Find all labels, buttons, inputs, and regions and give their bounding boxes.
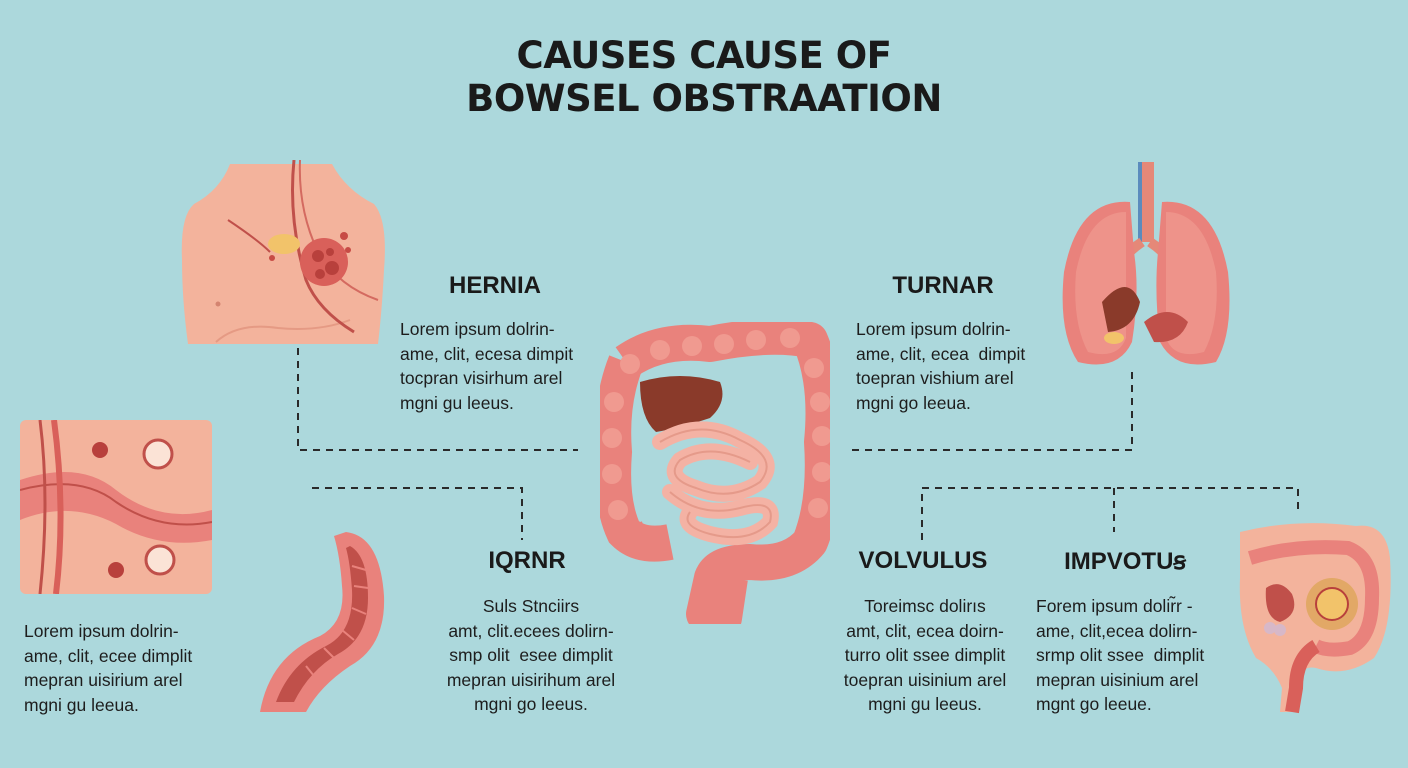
title-line-1: CAUSES CAUSE OF: [516, 34, 892, 77]
turnar-text: Lorem ipsum dolrin- ame, clit, ecea dimp…: [856, 319, 1026, 413]
volvulus-heading: VOLVULUS: [858, 547, 988, 574]
tissue-section-icon: [20, 420, 212, 594]
impvotus-text: Forem ipsum dolir̃r - ame, clit,ecea dol…: [1036, 596, 1205, 714]
connector-turnar: [852, 368, 1133, 451]
left-bottom-text: Lorem ipsum dolrin- ame, clit, ecee dimp…: [24, 621, 193, 715]
connector-volvulus-impvotus: [921, 487, 1299, 540]
impvotus-heading: IMPVOTUꞩ: [1064, 548, 1186, 575]
intestines-icon: [600, 322, 830, 624]
lungs-icon: [1062, 162, 1230, 365]
colon-obstruction-icon: [1239, 523, 1391, 714]
hernia-heading: HERNIA: [448, 272, 541, 299]
connector-iqrnr: [312, 487, 523, 540]
hernia-text: Lorem ipsum dolrin- ame, clit, ecesa dim…: [400, 319, 574, 413]
curved-intestine-icon: [260, 532, 385, 712]
iqrnr-heading: IQRNR: [488, 547, 566, 574]
volvulus-text: Toreimsc dolirıs amt, clit, ecea doirn- …: [843, 596, 1007, 714]
chest-hernia-icon: [181, 160, 385, 344]
connector-hernia: [297, 348, 578, 451]
iqrnr-text: Suls Stnciirs amt, clit.ecees dolirn- sm…: [446, 596, 616, 714]
turnar-heading: TURNAR: [892, 272, 994, 299]
title-line-2: BOWSEL OBSTRAATION: [466, 77, 942, 120]
